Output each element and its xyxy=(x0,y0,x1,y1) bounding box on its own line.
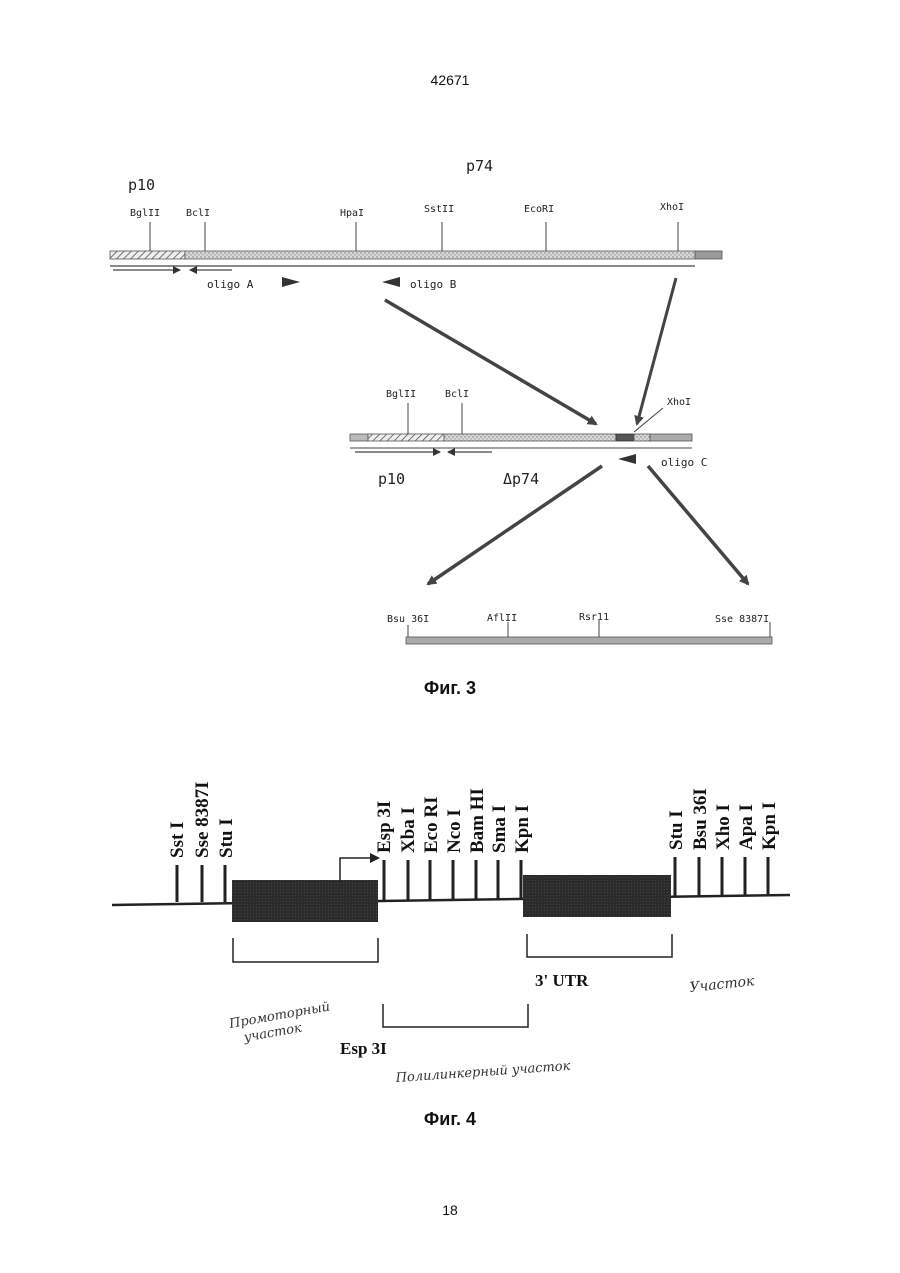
site-label: Xho I xyxy=(713,804,734,850)
fig4-map: Sst I Sse 8387I Stu I Esp 3I Xba I Eco R… xyxy=(112,781,790,1086)
site-label: XhoI xyxy=(660,202,684,213)
site-label: XhoI xyxy=(667,397,691,408)
transcription-start-icon xyxy=(340,858,372,882)
site-label: Sse 8387I xyxy=(715,614,769,625)
promoter-bracket xyxy=(233,938,378,962)
oligo-a-label: oligo A xyxy=(207,278,254,291)
polylinker-segment xyxy=(406,637,772,644)
site-label: Kpn I xyxy=(512,805,533,853)
flank-segment-mid xyxy=(350,434,368,441)
flank-right-mid xyxy=(650,434,692,441)
junction-segment-mid xyxy=(616,434,634,441)
flow-arrow-icon xyxy=(648,466,748,584)
site-label: BglII xyxy=(130,208,160,219)
site-label: Rsr11 xyxy=(579,612,609,623)
site-label: Sse 8387I xyxy=(192,781,213,858)
site-label: Apa I xyxy=(736,804,757,850)
label-dp74-mid: Δp74 xyxy=(503,470,539,488)
oligo-a-arrow-icon xyxy=(282,277,300,287)
p10-segment-mid xyxy=(368,434,444,441)
site-label: Nco I xyxy=(444,809,465,853)
flow-arrow-icon xyxy=(385,300,596,424)
utr-label: 3' UTR xyxy=(535,971,589,990)
site-label: Bsu 36I xyxy=(690,788,711,850)
site-label: Sst I xyxy=(167,822,188,858)
fig3-caption: Фиг. 3 xyxy=(0,678,900,699)
fig4-backbone-line xyxy=(112,895,790,905)
fig3-top-construct: p10 p74 BglII BclI HpaI SstII EcoRI XhoI… xyxy=(110,157,722,291)
label-p10-top: p10 xyxy=(128,176,155,194)
xhoi-segment-mid xyxy=(634,434,650,441)
label-p74-top: p74 xyxy=(466,157,493,175)
site-label: Stu I xyxy=(666,810,687,850)
handwritten-polylinker-note: Полилинкерный участок xyxy=(394,1059,571,1086)
site-label: AflII xyxy=(487,613,517,624)
site-label: BglII xyxy=(386,389,416,400)
site-label: Esp 3I xyxy=(374,801,395,853)
page-number: 18 xyxy=(0,1202,900,1218)
site-label: BclI xyxy=(445,389,469,400)
utr-bracket xyxy=(527,934,672,957)
site-label: EcoRI xyxy=(524,204,554,215)
site-label: Xba I xyxy=(398,807,419,853)
dp74-segment-mid xyxy=(444,434,616,441)
esp-label: Esp 3I xyxy=(340,1039,387,1058)
site-label: BclI xyxy=(186,208,210,219)
promoter-block xyxy=(232,880,378,922)
site-label: Eco RI xyxy=(421,797,442,853)
site-label: Bsu 36I xyxy=(387,614,429,625)
site-label: HpaI xyxy=(340,208,364,219)
label-p10-mid: p10 xyxy=(378,470,405,488)
oligo-c-label: oligo C xyxy=(661,456,707,469)
site-label: Sma I xyxy=(489,805,510,853)
site-label: SstII xyxy=(424,204,454,215)
oligo-c-arrow-icon xyxy=(618,454,636,464)
oligo-b-label: oligo B xyxy=(410,278,457,291)
site-label: Bam HI xyxy=(467,788,488,853)
p10-segment-top xyxy=(110,251,185,259)
p74-segment-top xyxy=(185,251,695,259)
transcription-start-arrowhead-icon xyxy=(370,853,380,863)
fig4-caption: Фиг. 4 xyxy=(0,1109,900,1130)
fig3-bottom-construct: Bsu 36I AflII Rsr11 Sse 8387I xyxy=(387,612,772,644)
site-label: Kpn I xyxy=(759,802,780,850)
oligo-b-arrow-icon xyxy=(382,277,400,287)
handwritten-promoter-note: Промоторный участок xyxy=(227,999,338,1048)
site-label: Stu I xyxy=(216,818,237,858)
flank-segment-top xyxy=(695,251,722,259)
polylinker-bracket xyxy=(383,1004,528,1027)
utr-block xyxy=(523,875,671,917)
handwritten-uchastok-note: Участок xyxy=(689,973,756,996)
